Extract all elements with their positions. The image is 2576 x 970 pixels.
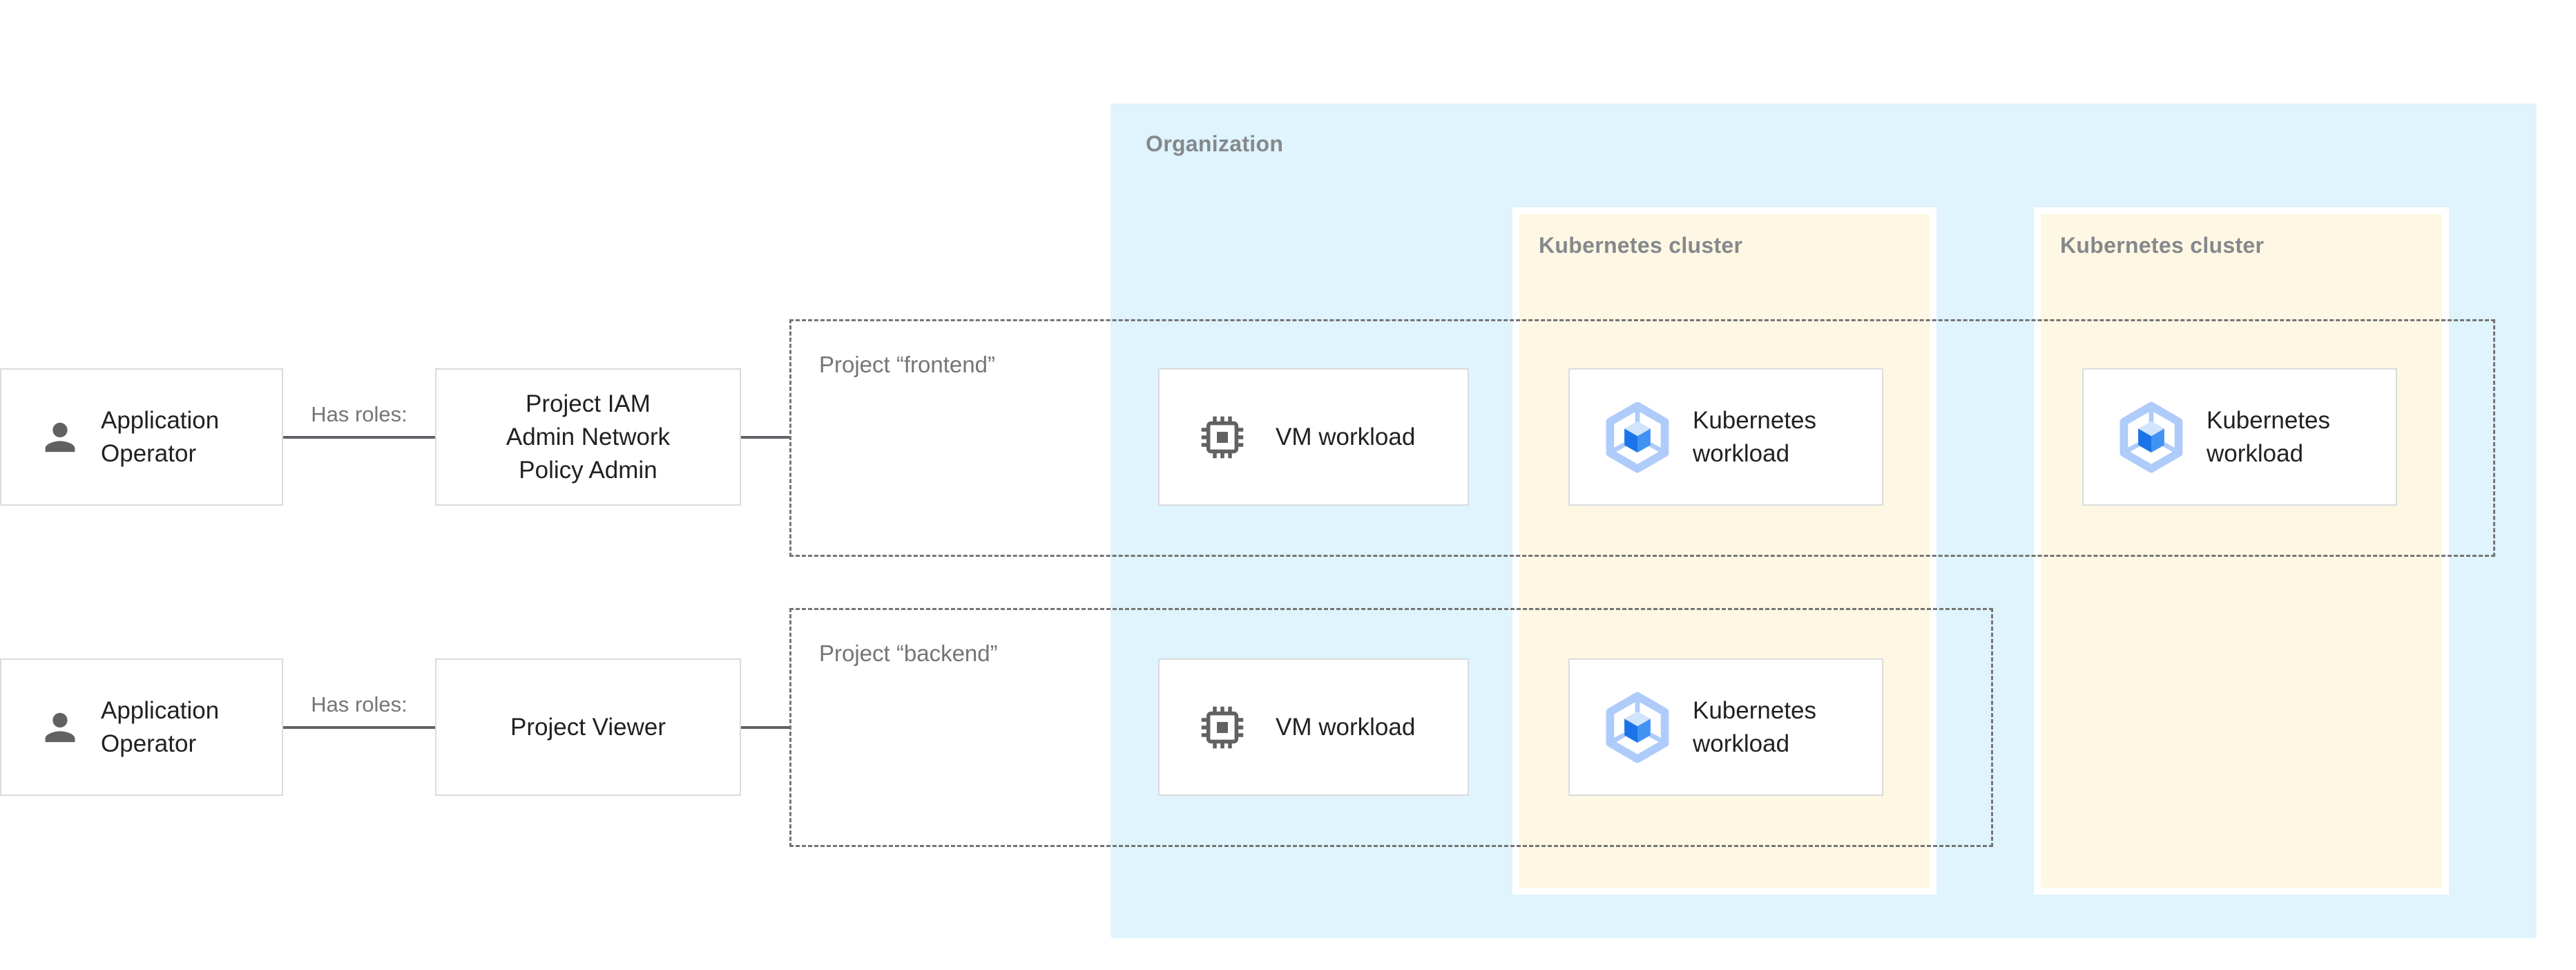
has-roles-label-2: Has roles: [311, 692, 407, 716]
kubernetes-cluster-2-label: Kubernetes cluster [2060, 233, 2265, 258]
actor-node-2: Application Operator [0, 658, 283, 796]
role-node-1-label: Project IAM Admin Network Policy Admin [506, 390, 671, 484]
vm-workload-label: VM workload [1276, 423, 1416, 450]
connector-actor1-role1 [283, 436, 435, 439]
project-frontend-label: Project “frontend” [819, 352, 995, 377]
actor-node-2-label: Application Operator [101, 696, 220, 757]
kubernetes-cluster-2: Kubernetes cluster [2034, 207, 2449, 895]
person-icon [45, 712, 75, 742]
k8s-workload-node-frontend-cluster2: Kubernetes workload [2082, 368, 2397, 506]
person-icon [45, 422, 75, 452]
connector-role1-frontend [741, 436, 789, 439]
gke-icon [1606, 692, 1669, 763]
actor-node-1-label: Application Operator [101, 406, 220, 467]
vm-workload-node-frontend: VM workload [1158, 368, 1469, 506]
has-roles-label-1: Has roles: [311, 402, 407, 426]
connector-actor2-role2 [283, 726, 435, 729]
connector-role2-backend [741, 726, 789, 729]
k8s-workload-node-backend-cluster1: Kubernetes workload [1568, 658, 1883, 796]
vm-workload-node-backend: VM workload [1158, 658, 1469, 796]
k8s-workload-label: Kubernetes workload [1693, 696, 1817, 757]
project-backend-label: Project “backend” [819, 640, 998, 666]
k8s-workload-node-frontend-cluster1: Kubernetes workload [1568, 368, 1883, 506]
role-node-2: Project Viewer [435, 658, 741, 796]
organization-label: Organization [1146, 131, 1284, 156]
role-node-2-label: Project Viewer [510, 713, 666, 741]
vm-chip-icon [1201, 416, 1244, 458]
project-backend-boundary: Project “backend” [789, 608, 1993, 847]
kubernetes-cluster-1-label: Kubernetes cluster [1539, 233, 1743, 258]
project-frontend-boundary: Project “frontend” [789, 319, 2495, 557]
role-node-1: Project IAM Admin Network Policy Admin [435, 368, 741, 506]
vm-chip-icon [1201, 706, 1244, 748]
k8s-workload-label: Kubernetes workload [1693, 406, 1817, 467]
gke-icon [2120, 401, 2183, 473]
vm-workload-label: VM workload [1276, 713, 1416, 741]
gke-icon [1606, 401, 1669, 473]
k8s-workload-label: Kubernetes workload [2207, 406, 2331, 467]
actor-node-1: Application Operator [0, 368, 283, 506]
